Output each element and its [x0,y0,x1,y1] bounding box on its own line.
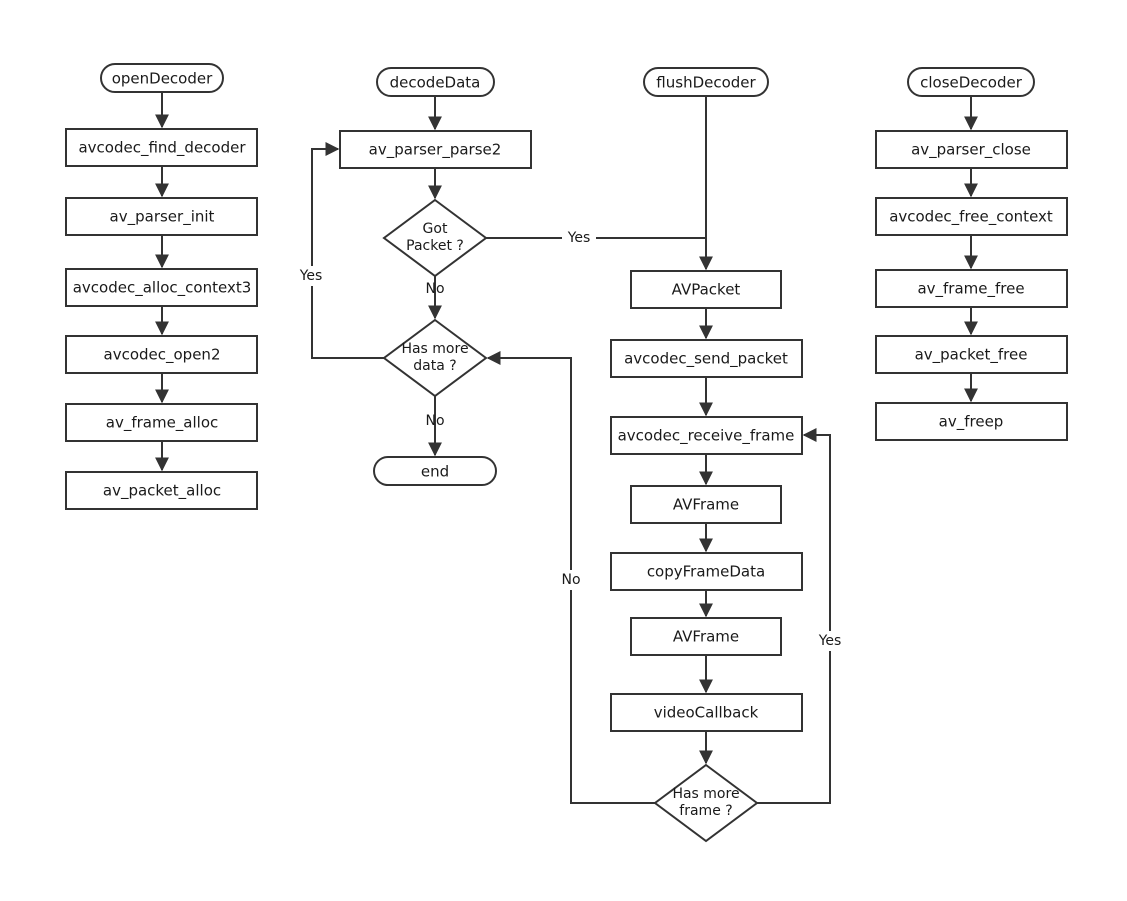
edge-label-got-packet-no: No [425,281,444,297]
edge-label-has-more-frame-no: No [561,572,580,588]
node-avpacket[interactable]: AVPacket [630,270,782,309]
column-open-decoder: openDecoder avcodec_find_decoder av_pars… [65,63,258,510]
decision-has-more-frame[interactable]: Has more frame ? [653,763,759,843]
node-av-parser-close[interactable]: av_parser_close [875,130,1068,169]
node-av-frame-alloc[interactable]: av_frame_alloc [65,403,258,442]
edge-label-got-packet-yes: Yes [567,230,591,246]
node-avcodec-alloc-context3[interactable]: avcodec_alloc_context3 [65,268,258,307]
node-av-packet-alloc[interactable]: av_packet_alloc [65,471,258,510]
node-avcodec-send-packet[interactable]: avcodec_send_packet [610,339,803,378]
column-close-decoder: closeDecoder av_parser_close avcodec_fre… [875,67,1068,441]
node-av-freep[interactable]: av_freep [875,402,1068,441]
node-avcodec-receive-frame[interactable]: avcodec_receive_frame [610,416,803,455]
decision-has-more-data[interactable]: Has more data ? [382,318,488,398]
edge-label-has-more-data-no: No [425,413,444,429]
node-av-packet-free[interactable]: av_packet_free [875,335,1068,374]
node-avcodec-find-decoder[interactable]: avcodec_find_decoder [65,128,258,167]
column-flush-decoder: flushDecoder AVPacket avcodec_send_packe… [486,67,848,843]
edge-label-has-more-frame-yes: Yes [818,633,842,649]
node-decode-data-terminal[interactable]: decodeData [376,67,495,97]
node-avframe-second[interactable]: AVFrame [630,617,782,656]
node-end-terminal[interactable]: end [373,456,497,486]
node-avframe-first[interactable]: AVFrame [630,485,782,524]
edge-label-has-more-data-yes: Yes [299,268,323,284]
edge-has-more-frame-yes-loop [757,428,831,804]
node-av-parser-parse2[interactable]: av_parser_parse2 [339,130,532,169]
node-av-parser-init[interactable]: av_parser_init [65,197,258,236]
decision-got-packet[interactable]: Got Packet ? [382,198,488,278]
node-avcodec-open2[interactable]: avcodec_open2 [65,335,258,374]
node-flush-decoder-terminal[interactable]: flushDecoder [643,67,769,97]
node-av-frame-free[interactable]: av_frame_free [875,269,1068,308]
node-video-callback[interactable]: videoCallback [610,693,803,732]
node-open-decoder-terminal[interactable]: openDecoder [100,63,224,93]
node-copy-frame-data[interactable]: copyFrameData [610,552,803,591]
node-avcodec-free-context[interactable]: avcodec_free_context [875,197,1068,236]
node-close-decoder-terminal[interactable]: closeDecoder [907,67,1035,97]
edge-has-more-data-yes-loop [311,142,384,359]
